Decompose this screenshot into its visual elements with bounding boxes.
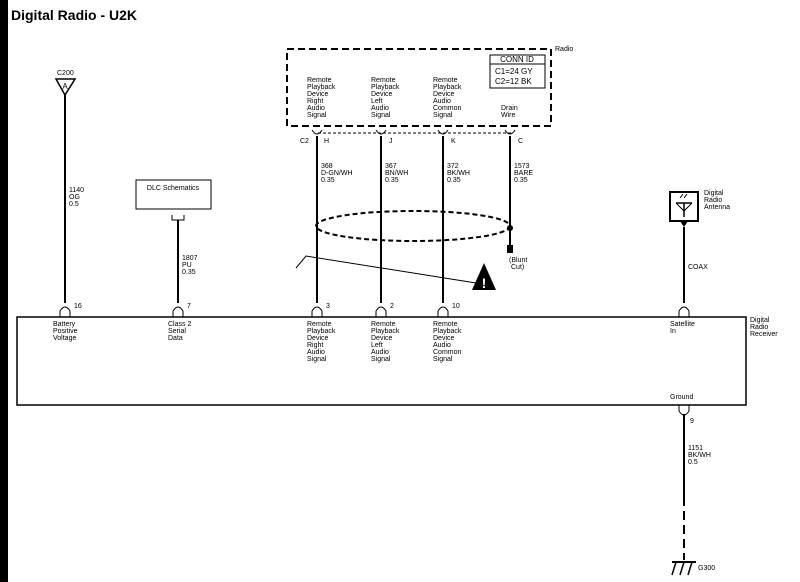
pin-c: C xyxy=(518,138,523,145)
twisted-pair-line xyxy=(295,255,477,284)
wire-367-label: 367 BN/WH 0.35 xyxy=(385,163,410,184)
drain-splice-dot xyxy=(507,225,513,231)
wire-1573-label: 1573 BARE 0.35 xyxy=(514,163,535,184)
conn-id-title: CONN ID xyxy=(500,55,534,64)
receiver-common-label: Remote Playback Device Audio Common Sign… xyxy=(433,321,463,363)
receiver-ground-label: Ground xyxy=(670,394,693,401)
digital-radio-antenna: Digital Radio Antenna xyxy=(669,190,730,222)
receiver-pin-9: 9 xyxy=(690,418,694,425)
wire-1151-label: 1151 BK/WH 0.5 xyxy=(688,445,713,466)
receiver-pin-7: 7 xyxy=(187,303,191,310)
radio-module: Radio CONN ID C1=24 GY C2=12 BK Remote P… xyxy=(286,46,573,127)
receiver-ground-arc xyxy=(678,405,690,416)
blunt-cut-end xyxy=(507,245,513,253)
wire-1140-label: 1140 OG 0.5 xyxy=(69,187,86,208)
pin-h: H xyxy=(324,138,329,145)
radio-pin-j-label: Remote Playback Device Left Audio Signal xyxy=(371,77,401,119)
radio-outline xyxy=(286,48,552,127)
svg-text:!: ! xyxy=(482,275,487,291)
receiver-battery-label: Battery Positive Voltage xyxy=(53,321,79,342)
radio-pin-arcs xyxy=(311,129,516,135)
receiver-class2-label: Class 2 Serial Data xyxy=(168,321,193,342)
coax-label: COAX xyxy=(688,264,708,271)
receiver-label: Digital Radio Receiver xyxy=(750,317,778,338)
shield-ellipse xyxy=(315,210,511,242)
antenna-label: Digital Radio Antenna xyxy=(704,190,730,211)
conn-id-line-2: C2=12 BK xyxy=(495,77,532,86)
receiver-pin-3: 3 xyxy=(326,303,330,310)
receiver-pin-2: 2 xyxy=(390,303,394,310)
receiver-pin-16: 16 xyxy=(74,303,82,310)
wire-1807-label: 1807 PU 0.35 xyxy=(182,255,200,276)
c200-pin: A xyxy=(62,82,68,91)
blunt-cut-label: (Blunt Cut) xyxy=(509,257,529,271)
c200-triangle-icon xyxy=(54,78,77,97)
radio-label: Radio xyxy=(555,46,573,53)
pin-k: K xyxy=(451,138,456,145)
wire-372-label: 372 BK/WH 0.35 xyxy=(447,163,472,184)
receiver-left-audio-label: Remote Playback Device Left Audio Signal xyxy=(371,321,401,363)
radio-pin-h-label: Remote Playback Device Right Audio Signa… xyxy=(307,77,337,119)
diagram-title: Digital Radio - U2K xyxy=(11,7,137,23)
wire-368-label: 368 D-GN/WH 0.35 xyxy=(321,163,354,184)
conn-id-line-1: C1=24 GY xyxy=(495,67,533,76)
c200-connector: C200 A xyxy=(54,70,77,97)
radio-pin-k-label: Remote Playback Device Audio Common Sign… xyxy=(433,77,463,119)
dlc-schematics-box: DLC Schematics xyxy=(135,179,212,221)
digital-radio-receiver xyxy=(16,316,747,406)
receiver-pin-10: 10 xyxy=(452,303,460,310)
ground-icon xyxy=(671,561,696,576)
ground-g300-label: G300 xyxy=(698,565,715,572)
left-edge-bar xyxy=(0,0,8,582)
receiver-satellite-label: Satellite In xyxy=(670,321,697,335)
receiver-pin-arcs xyxy=(59,306,690,317)
warning-icon: ! xyxy=(472,263,496,291)
c200-label: C200 xyxy=(57,70,74,77)
conn-id-box: CONN ID C1=24 GY C2=12 BK xyxy=(489,54,546,89)
receiver-right-audio-label: Remote Playback Device Right Audio Signa… xyxy=(307,321,337,363)
pin-j: J xyxy=(389,138,393,145)
connector-c2-label: C2 xyxy=(300,138,309,145)
antenna-connector-icon xyxy=(680,221,688,227)
dlc-label: DLC Schematics xyxy=(147,185,200,192)
radio-pin-c-label: Drain Wire xyxy=(501,105,520,119)
